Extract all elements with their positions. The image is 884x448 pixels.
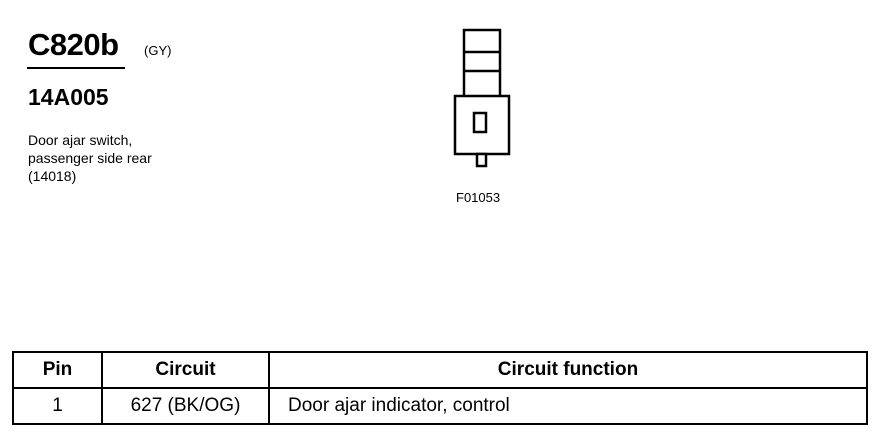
- header-circuit-function: Circuit function: [268, 351, 868, 389]
- description-line: Door ajar switch,: [28, 132, 133, 148]
- pin-table: Pin Circuit Circuit function 1 627 (BK/O…: [12, 351, 868, 425]
- connector-id: C820b: [28, 27, 119, 62]
- pin-cell: 1: [12, 387, 103, 425]
- connector-lock-tab: [462, 28, 502, 100]
- header-circuit: Circuit: [101, 351, 270, 389]
- circuit-function-cell: Door ajar indicator, control: [268, 387, 868, 425]
- color-code: (GY): [144, 43, 172, 58]
- title-underline: [27, 67, 125, 69]
- connector-pin-stub: [475, 152, 488, 168]
- header-pin: Pin: [12, 351, 103, 389]
- circuit-cell: 627 (BK/OG): [101, 387, 270, 425]
- description-line: passenger side rear: [28, 150, 152, 166]
- figure-id: F01053: [456, 190, 501, 205]
- connector-pin-cavity: [472, 111, 488, 134]
- pin-table-header-row: Pin Circuit Circuit function: [12, 351, 868, 389]
- connector-description: Door ajar switch, passenger side rear (1…: [28, 131, 152, 185]
- table-row: 1 627 (BK/OG) Door ajar indicator, contr…: [12, 387, 868, 425]
- part-number: 14A005: [28, 84, 109, 110]
- connector-face-drawing: [453, 28, 511, 168]
- description-line: (14018): [28, 168, 77, 184]
